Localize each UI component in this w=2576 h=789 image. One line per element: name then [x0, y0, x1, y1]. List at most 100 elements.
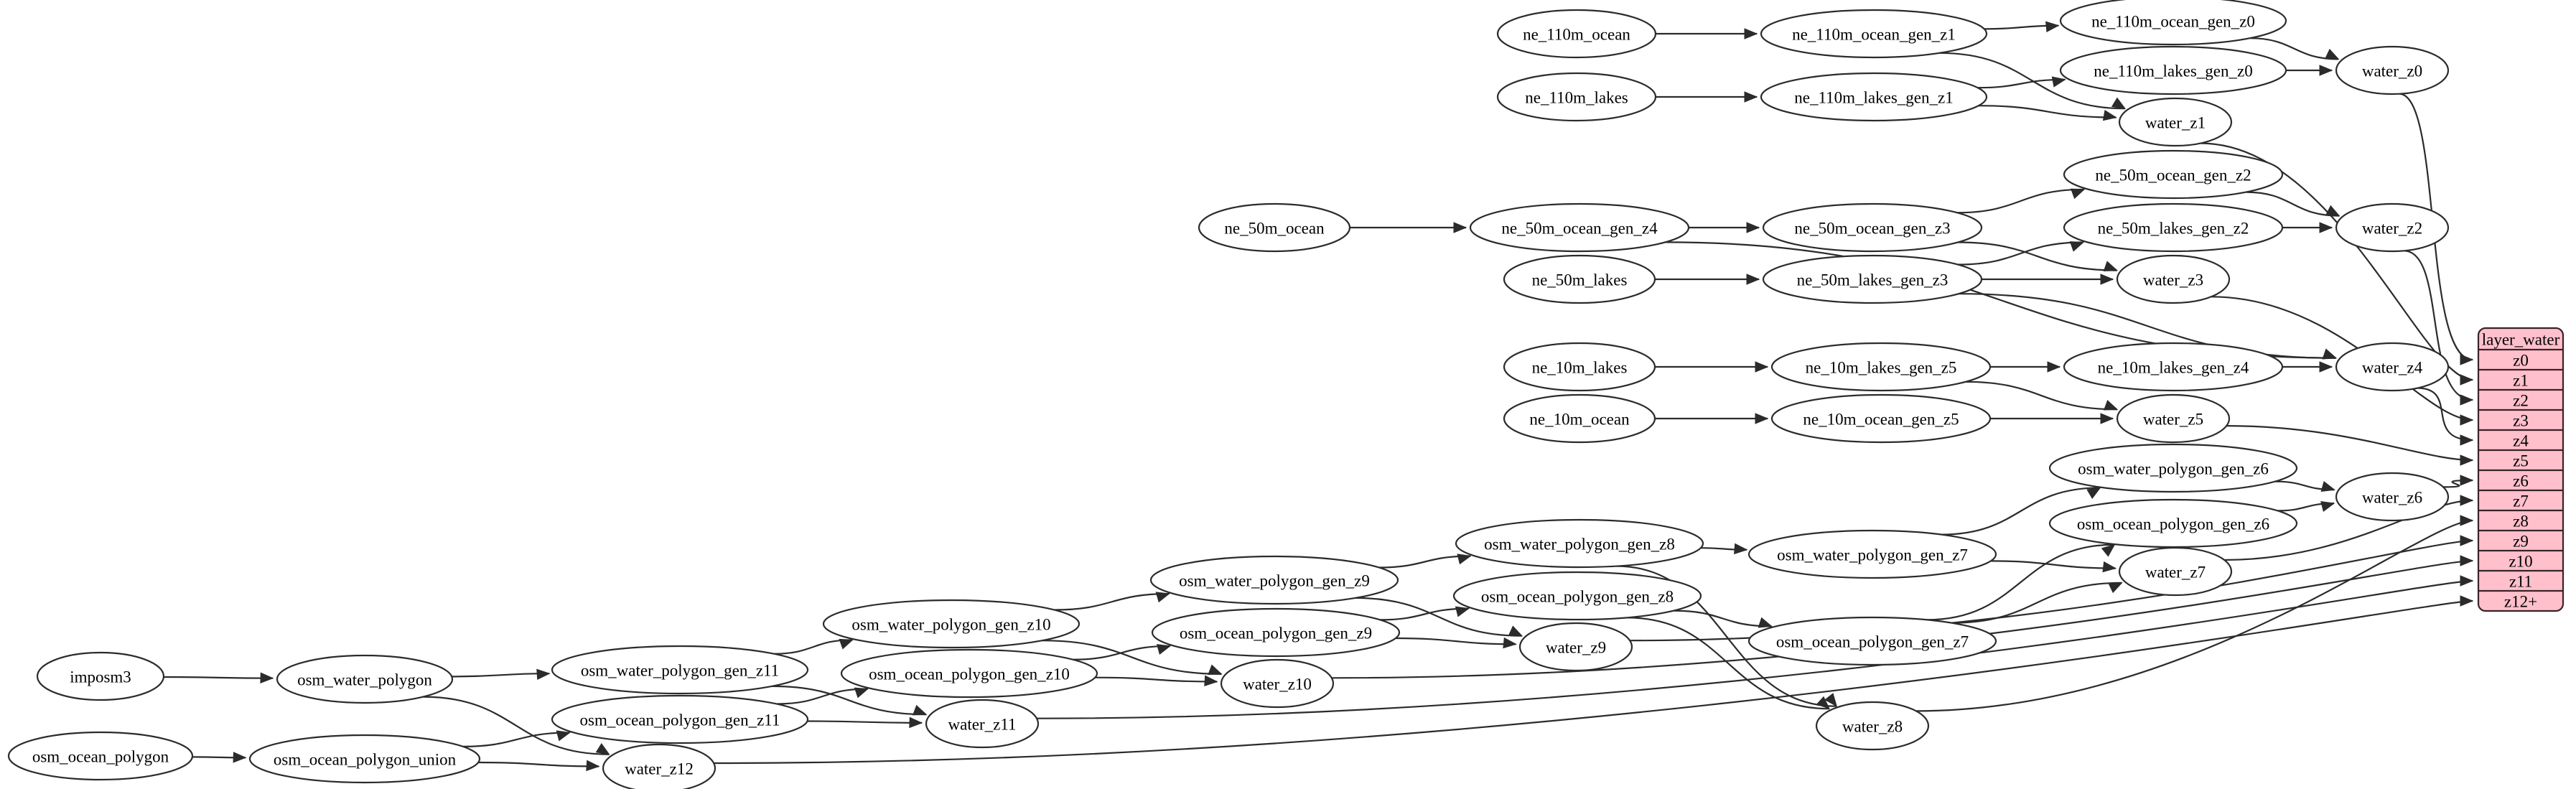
graph-node-osm_ocean_polygon_union[interactable]: osm_ocean_polygon_union	[248, 734, 481, 784]
graph-node-ne_110m_ocean_gen_z0[interactable]: ne_110m_ocean_gen_z0	[2059, 0, 2287, 46]
node-ellipse	[1503, 342, 1656, 392]
graph-node-water_z0[interactable]: water_z0	[2335, 45, 2450, 95]
layer-water-row-z1[interactable]: z1	[2513, 372, 2529, 390]
node-ellipse	[2063, 342, 2284, 392]
layer-water-row-z4[interactable]: z4	[2513, 432, 2529, 450]
graph-node-water_z6[interactable]: water_z6	[2335, 472, 2450, 522]
layer-water-row-z7[interactable]: z7	[2513, 492, 2529, 510]
graph-node-ne_50m_lakes_gen_z3[interactable]: ne_50m_lakes_gen_z3	[1762, 254, 1983, 304]
graph-node-osm_water_polygon_gen_z9[interactable]: osm_water_polygon_gen_z9	[1149, 555, 1399, 605]
graph-node-ne_50m_ocean_gen_z3[interactable]: ne_50m_ocean_gen_z3	[1762, 202, 1983, 253]
graph-edge	[2249, 37, 2339, 60]
graph-node-ne_10m_lakes_gen_z4[interactable]: ne_10m_lakes_gen_z4	[2063, 342, 2284, 392]
graph-node-ne_50m_ocean_gen_z4[interactable]: ne_50m_ocean_gen_z4	[1469, 202, 1690, 253]
graph-node-imposm3[interactable]: imposm3	[36, 651, 165, 701]
graph-node-osm_water_polygon_gen_z10[interactable]: osm_water_polygon_gen_z10	[822, 599, 1081, 649]
node-ellipse	[248, 734, 481, 784]
graph-node-osm_ocean_polygon[interactable]: osm_ocean_polygon	[7, 731, 194, 781]
graph-node-water_z5[interactable]: water_z5	[2116, 393, 2231, 444]
graph-node-ne_10m_lakes[interactable]: ne_10m_lakes	[1503, 342, 1656, 392]
node-label: water_z1	[2145, 114, 2206, 132]
graph-edge-to-layer	[2417, 387, 2473, 442]
edge-arrowhead	[2100, 413, 2114, 424]
graph-edge	[1378, 555, 1471, 569]
graph-node-water_z2[interactable]: water_z2	[2335, 202, 2450, 253]
node-label: water_z0	[2362, 62, 2422, 80]
layer-water-row-z11[interactable]: z11	[2509, 573, 2532, 591]
graph-node-osm_water_polygon_gen_z6[interactable]: osm_water_polygon_gen_z6	[2048, 443, 2298, 493]
graph-node-ne_50m_ocean[interactable]: ne_50m_ocean	[1198, 202, 1351, 253]
graph-edge	[1977, 78, 2066, 89]
graph-node-ne_110m_lakes_gen_z0[interactable]: ne_110m_lakes_gen_z0	[2059, 45, 2287, 95]
graph-node-osm_water_polygon_gen_z7[interactable]: osm_water_polygon_gen_z7	[1747, 529, 1997, 579]
graph-node-water_z8[interactable]: water_z8	[1815, 701, 1930, 751]
edge-arrowhead	[1755, 361, 1769, 373]
node-label: osm_ocean_polygon_gen_z8	[1481, 588, 1674, 606]
graph-node-osm_ocean_polygon_gen_z11[interactable]: osm_ocean_polygon_gen_z11	[551, 694, 809, 744]
node-ellipse	[1518, 622, 1633, 672]
node-label: water_z12	[625, 760, 694, 778]
graph-node-osm_ocean_polygon_gen_z9[interactable]: osm_ocean_polygon_gen_z9	[1151, 607, 1401, 658]
graph-node-osm_water_polygon[interactable]: osm_water_polygon	[276, 654, 454, 704]
graph-node-osm_water_polygon_gen_z11[interactable]: osm_water_polygon_gen_z11	[551, 645, 809, 695]
node-ellipse	[551, 645, 809, 695]
graph-edge-to-layer	[1915, 519, 2473, 712]
graph-node-water_z7[interactable]: water_z7	[2118, 546, 2233, 597]
graph-node-ne_110m_ocean[interactable]: ne_110m_ocean	[1496, 9, 1657, 59]
layer-water-row-z6[interactable]: z6	[2513, 472, 2529, 490]
node-ellipse	[2116, 393, 2231, 444]
graph-edge	[163, 676, 274, 679]
layer-water-row-z0[interactable]: z0	[2513, 352, 2529, 370]
graph-node-water_z10[interactable]: water_z10	[1220, 658, 1335, 709]
graph-node-ne_10m_ocean_gen_z5[interactable]: ne_10m_ocean_gen_z5	[1770, 393, 1992, 444]
layer-water-row-z12+[interactable]: z12+	[2504, 593, 2537, 611]
graph-edge	[1674, 610, 1772, 627]
graph-node-water_z1[interactable]: water_z1	[2118, 97, 2233, 147]
layer-water-row-z9[interactable]: z9	[2513, 533, 2529, 551]
node-label: ne_10m_lakes	[1532, 359, 1628, 377]
node-ellipse	[1455, 518, 1704, 569]
graph-node-osm_water_polygon_gen_z8[interactable]: osm_water_polygon_gen_z8	[1455, 518, 1704, 569]
layer-water-row-z2[interactable]: z2	[2513, 392, 2529, 410]
graph-node-osm_ocean_polygon_gen_z10[interactable]: osm_ocean_polygon_gen_z10	[840, 648, 1098, 699]
edge-arrowhead	[1816, 696, 1830, 710]
graph-node-ne_10m_lakes_gen_z5[interactable]: ne_10m_lakes_gen_z5	[1770, 342, 1992, 392]
node-ellipse	[1770, 342, 1992, 392]
node-ellipse	[1149, 555, 1399, 605]
layer-water-row-z3[interactable]: z3	[2513, 412, 2529, 430]
layer-water-row-z10[interactable]: z10	[2509, 553, 2532, 571]
graph-node-ne_110m_lakes_gen_z1[interactable]: ne_110m_lakes_gen_z1	[1760, 72, 1988, 122]
graph-edge	[1926, 543, 2115, 621]
graph-node-water_z3[interactable]: water_z3	[2116, 254, 2231, 304]
graph-node-osm_ocean_polygon_gen_z7[interactable]: osm_ocean_polygon_gen_z7	[1747, 616, 1997, 666]
graph-node-water_z11[interactable]: water_z11	[925, 699, 1040, 749]
graph-node-ne_10m_ocean[interactable]: ne_10m_ocean	[1503, 393, 1656, 444]
node-label: water_z8	[1842, 718, 1903, 736]
graph-node-ne_110m_ocean_gen_z1[interactable]: ne_110m_ocean_gen_z1	[1760, 9, 1988, 59]
node-label: osm_water_polygon	[297, 671, 432, 689]
graph-edge	[1073, 645, 1170, 660]
graph-node-osm_ocean_polygon_gen_z8[interactable]: osm_ocean_polygon_gen_z8	[1452, 571, 1702, 621]
node-label: osm_water_polygon_gen_z10	[851, 616, 1050, 634]
node-ellipse	[2063, 149, 2284, 200]
node-label: water_z4	[2362, 359, 2423, 377]
graph-node-water_z9[interactable]: water_z9	[1518, 622, 1633, 672]
graph-node-ne_110m_lakes[interactable]: ne_110m_lakes	[1496, 72, 1657, 122]
layer-water-row-z8[interactable]: z8	[2513, 513, 2529, 531]
graph-edge-to-layer	[2224, 499, 2473, 561]
graph-node-water_z4[interactable]: water_z4	[2335, 342, 2450, 392]
node-label: water_z6	[2362, 489, 2422, 507]
graph-edge	[807, 720, 923, 724]
edge-arrowhead	[595, 743, 610, 755]
graph-node-water_z12[interactable]: water_z12	[602, 743, 717, 789]
graph-edge	[772, 685, 927, 716]
layer-water-row-z5[interactable]: z5	[2513, 452, 2529, 470]
graph-node-ne_50m_lakes[interactable]: ne_50m_lakes	[1503, 254, 1656, 304]
edge-arrowhead	[2460, 555, 2474, 566]
graph-node-ne_50m_ocean_gen_z2[interactable]: ne_50m_ocean_gen_z2	[2063, 149, 2284, 200]
edge-arrowhead	[2069, 241, 2085, 252]
graph-node-osm_ocean_polygon_gen_z6[interactable]: osm_ocean_polygon_gen_z6	[2048, 498, 2298, 548]
graph-node-ne_50m_lakes_gen_z2[interactable]: ne_50m_lakes_gen_z2	[2063, 202, 2284, 253]
edge-arrowhead	[2319, 65, 2333, 76]
